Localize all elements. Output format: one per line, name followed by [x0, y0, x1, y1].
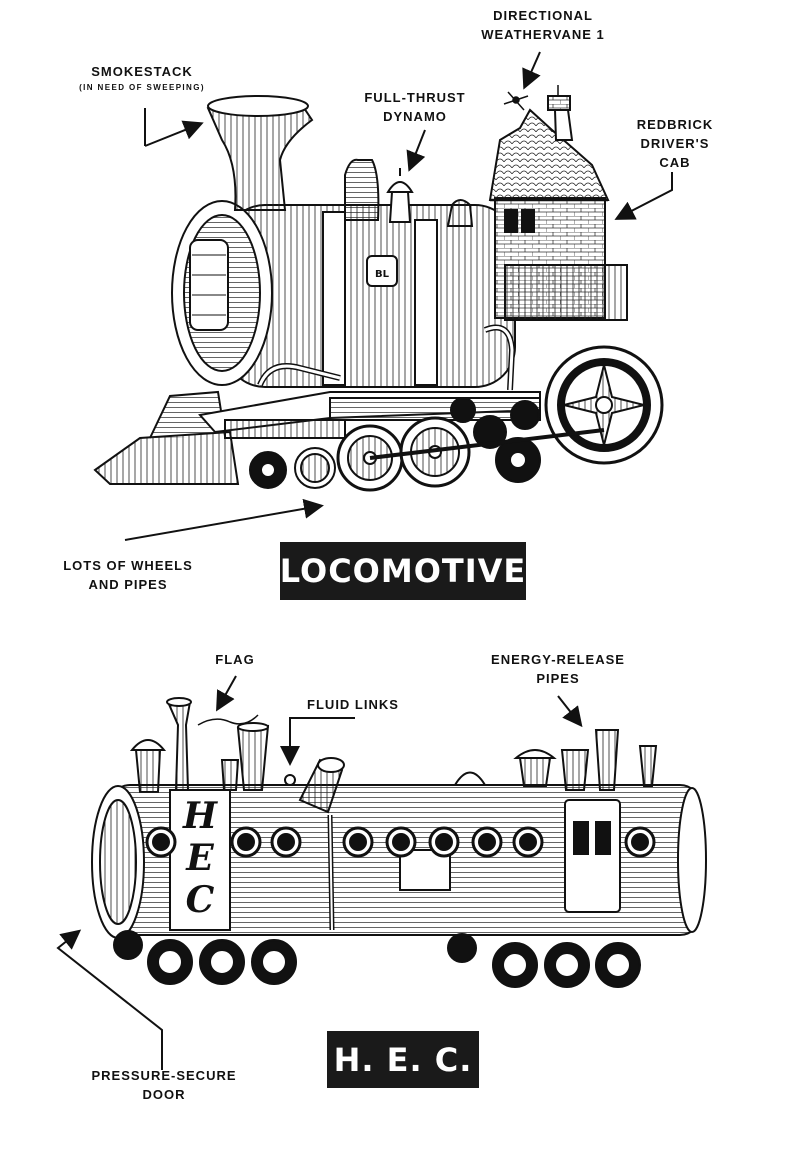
label-dynamo-line2: DYNAMO	[383, 109, 447, 124]
side-letter-e: E	[185, 837, 214, 879]
label-door-line1: PRESSURE-SECURE	[91, 1068, 237, 1083]
arrow-dynamo	[406, 129, 426, 172]
label-cab-line3: CAB	[659, 155, 691, 170]
label-wheels-line1: LOTS OF WHEELS	[63, 558, 193, 573]
label-weathervane-line1: DIRECTIONAL	[493, 8, 593, 23]
hec-drawing	[91, 697, 707, 988]
hec-body	[91, 784, 707, 939]
arrow-pipes	[557, 695, 583, 728]
fluid-links	[284, 757, 345, 931]
energy-release-pipes	[129, 697, 658, 793]
label-fluid-links-text: FLUID LINKS	[307, 697, 399, 712]
large-driving-wheel	[544, 345, 664, 465]
hec-callout-arrows	[56, 675, 583, 1070]
label-weathervane: DIRECTIONAL WEATHERVANE 1	[468, 6, 618, 44]
label-dynamo: FULL-THRUST DYNAMO	[345, 88, 485, 126]
connecting-rod	[369, 428, 605, 460]
label-cab-line1: REDBRICK	[636, 117, 714, 132]
label-fluid-links: FLUID LINKS	[298, 695, 408, 714]
locomotive-badge: BL	[375, 269, 390, 280]
arrow-door	[56, 929, 163, 1070]
label-flag: FLAG	[205, 650, 265, 669]
arrow-flag	[216, 675, 237, 712]
label-door-line2: DOOR	[142, 1087, 186, 1102]
label-wheels: LOTS OF WHEELS AND PIPES	[48, 556, 208, 594]
arrow-smokestack	[144, 120, 204, 147]
locomotive-title: LOCOMOTIVE	[280, 542, 526, 600]
cowcatcher	[93, 390, 240, 485]
smokestack	[206, 95, 314, 211]
hec-wheels	[113, 930, 641, 988]
boiler	[171, 200, 516, 388]
locomotive-drawing	[93, 85, 664, 492]
hec-side-lettering: H E C	[182, 795, 218, 921]
label-door: PRESSURE-SECURE DOOR	[80, 1066, 248, 1104]
label-weathervane-line2: WEATHERVANE 1	[481, 27, 605, 42]
side-letter-h: H	[182, 795, 218, 837]
arrow-wheels	[124, 498, 324, 541]
label-dynamo-line1: FULL-THRUST	[364, 90, 466, 105]
label-wheels-line2: AND PIPES	[88, 577, 168, 592]
arrow-weathervane	[522, 51, 541, 90]
locomotive-callout-arrows	[124, 51, 673, 541]
pipes	[257, 324, 516, 391]
label-smokestack-note: (IN NEED OF SWEEPING)	[79, 83, 205, 92]
hec-title: H. E. C.	[327, 1031, 479, 1088]
arrow-fluid-links	[280, 717, 355, 766]
label-smokestack: SMOKESTACK (IN NEED OF SWEEPING)	[52, 62, 232, 94]
arrow-cab	[614, 172, 673, 220]
label-pipes-line1: ENERGY-RELEASE	[491, 652, 625, 667]
label-pipes-line2: PIPES	[536, 671, 580, 686]
label-pipes: ENERGY-RELEASE PIPES	[478, 650, 638, 688]
label-flag-text: FLAG	[215, 652, 255, 667]
label-cab-line2: DRIVER'S	[640, 136, 710, 151]
redbrick-cab	[488, 85, 628, 321]
label-cab: REDBRICK DRIVER'S CAB	[620, 115, 730, 172]
portholes	[145, 826, 656, 858]
side-letter-c: C	[186, 879, 215, 921]
weathervane	[503, 91, 529, 111]
label-smokestack-text: SMOKESTACK	[91, 64, 193, 79]
domes	[344, 158, 474, 227]
flag	[197, 714, 259, 726]
